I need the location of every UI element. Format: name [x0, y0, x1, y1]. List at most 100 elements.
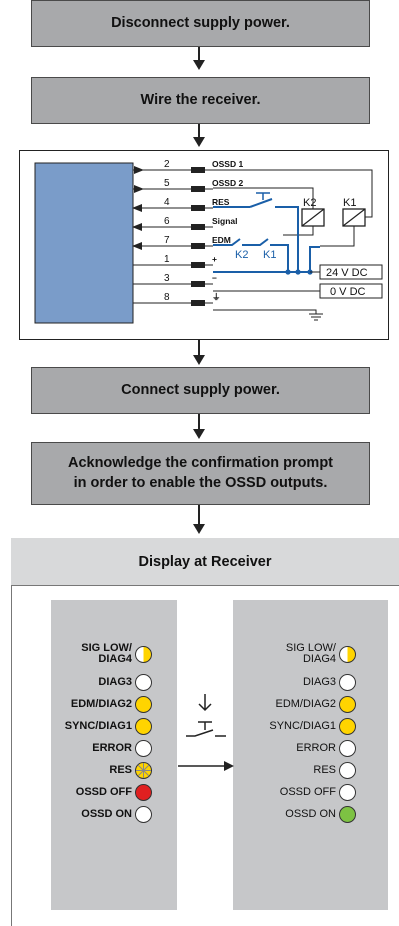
led-row: RES [109, 760, 152, 780]
signal-name: EDM [212, 235, 231, 245]
status-led-indicator [339, 645, 356, 663]
receiver-module [34, 162, 134, 324]
flow-connector [198, 340, 200, 356]
edm-k1-label: K1 [263, 249, 276, 261]
status-led-indicator [339, 761, 356, 779]
step-acknowledge-line1: Acknowledge the confirmation prompt [67, 454, 334, 471]
led-row: SYNC/DIAG1 [269, 716, 356, 736]
signal-name: + [212, 254, 217, 264]
terminal-block [191, 300, 205, 306]
led-label: SIG LOW/DIAG4 [285, 642, 336, 665]
wire-edm [213, 238, 289, 272]
press-arrow-icon [198, 694, 212, 712]
pushbutton-head-icon [198, 721, 212, 730]
led-row: SYNC/DIAG1 [65, 716, 152, 736]
flow-connector [198, 414, 200, 430]
edm-k2-label: K2 [235, 249, 248, 261]
terminal-block [191, 186, 205, 192]
pin-number-5: 5 [164, 178, 170, 189]
step-disconnect-power: Disconnect supply power. [31, 0, 370, 47]
signal-direction-arrow [134, 185, 144, 193]
status-led-indicator [339, 805, 356, 823]
wire-k2-return [283, 226, 314, 236]
step-disconnect-label: Disconnect supply power. [111, 14, 290, 31]
flow-connector [198, 47, 200, 62]
status-led-indicator [339, 695, 356, 713]
led-label: RES [313, 763, 336, 776]
res-pushbutton-head [256, 192, 270, 200]
signal-name: − [212, 273, 217, 283]
status-led-indicator [135, 717, 152, 735]
flow-arrow [193, 524, 205, 534]
flow-arrow [193, 355, 205, 365]
pin-number-1: 1 [164, 254, 170, 265]
status-led-indicator [135, 695, 152, 713]
led-label: OSSD ON [81, 807, 132, 820]
led-row: EDM/DIAG2 [71, 694, 152, 714]
signal-direction-arrow [132, 223, 142, 231]
led-row: ERROR [296, 738, 356, 758]
pin-number-6: 6 [164, 216, 170, 227]
supply-24v-label: 24 V DC [326, 267, 368, 279]
status-led-indicator [339, 717, 356, 735]
relay-k1-label: K1 [343, 197, 356, 209]
wire-ground [213, 309, 323, 321]
led-label: DIAG3 [302, 675, 336, 688]
junction-dot [285, 269, 291, 275]
led-row: RES [313, 760, 356, 780]
led-row: DIAG3 [303, 672, 356, 692]
flow-connector [198, 505, 200, 525]
led-label: DIAG3 [98, 675, 132, 688]
led-label: SYNC/DIAG1 [64, 719, 132, 732]
led-label: OSSD OFF [279, 785, 336, 798]
led-label: EDM/DIAG2 [275, 697, 336, 710]
led-label: ERROR [92, 741, 132, 754]
pin-number-7: 7 [164, 235, 170, 246]
status-led-indicator [135, 673, 152, 691]
signal-name: ⏚ [212, 292, 221, 302]
pin-number-3: 3 [164, 273, 170, 284]
relay-k2-mark [301, 208, 325, 227]
led-label: EDM/DIAG2 [70, 697, 132, 710]
status-led-indicator [339, 783, 356, 801]
led-label: OSSD OFF [75, 785, 132, 798]
step-wire-receiver: Wire the receiver. [31, 77, 370, 124]
led-row: OSSD ON [81, 804, 152, 824]
signal-name: RES [212, 197, 230, 207]
flashing-icon [136, 762, 151, 778]
status-led-indicator [339, 673, 356, 691]
pushbutton-contact-icon [186, 729, 226, 737]
supply-0v-box [319, 283, 383, 299]
terminal-block [191, 205, 205, 211]
led-row: EDM/DIAG2 [275, 694, 356, 714]
signal-name: OSSD 1 [212, 159, 243, 169]
wire-24v-bus [213, 246, 320, 273]
display-title-text: Display at Receiver [138, 553, 272, 570]
step-acknowledge: Acknowledge the confirmation prompt in o… [31, 442, 370, 505]
led-row: OSSD OFF [280, 782, 356, 802]
transition-arrow-head [224, 761, 234, 771]
flow-connector [198, 124, 200, 138]
signal-name: Signal [212, 216, 238, 226]
status-led-indicator [135, 739, 152, 757]
wire-k1-return [320, 226, 355, 247]
flow-arrow [193, 429, 205, 439]
led-row: SIG LOW/DIAG4 [81, 643, 152, 665]
signal-direction-arrow [134, 166, 144, 174]
step-connect-power: Connect supply power. [31, 367, 370, 414]
led-row: OSSD ON [285, 804, 356, 824]
status-led-indicator [339, 739, 356, 757]
pin-number-4: 4 [164, 197, 170, 208]
wire-ossd1-relay [213, 169, 373, 218]
step-acknowledge-line2: in order to enable the OSSD outputs. [73, 474, 328, 491]
relay-k1-mark [342, 208, 366, 227]
relay-k2-label: K2 [303, 197, 316, 209]
led-label: RES [109, 763, 132, 776]
signal-direction-arrow [132, 242, 142, 250]
supply-24v-box [319, 264, 383, 280]
led-row: ERROR [92, 738, 152, 758]
supply-0v-label: 0 V DC [330, 286, 366, 298]
